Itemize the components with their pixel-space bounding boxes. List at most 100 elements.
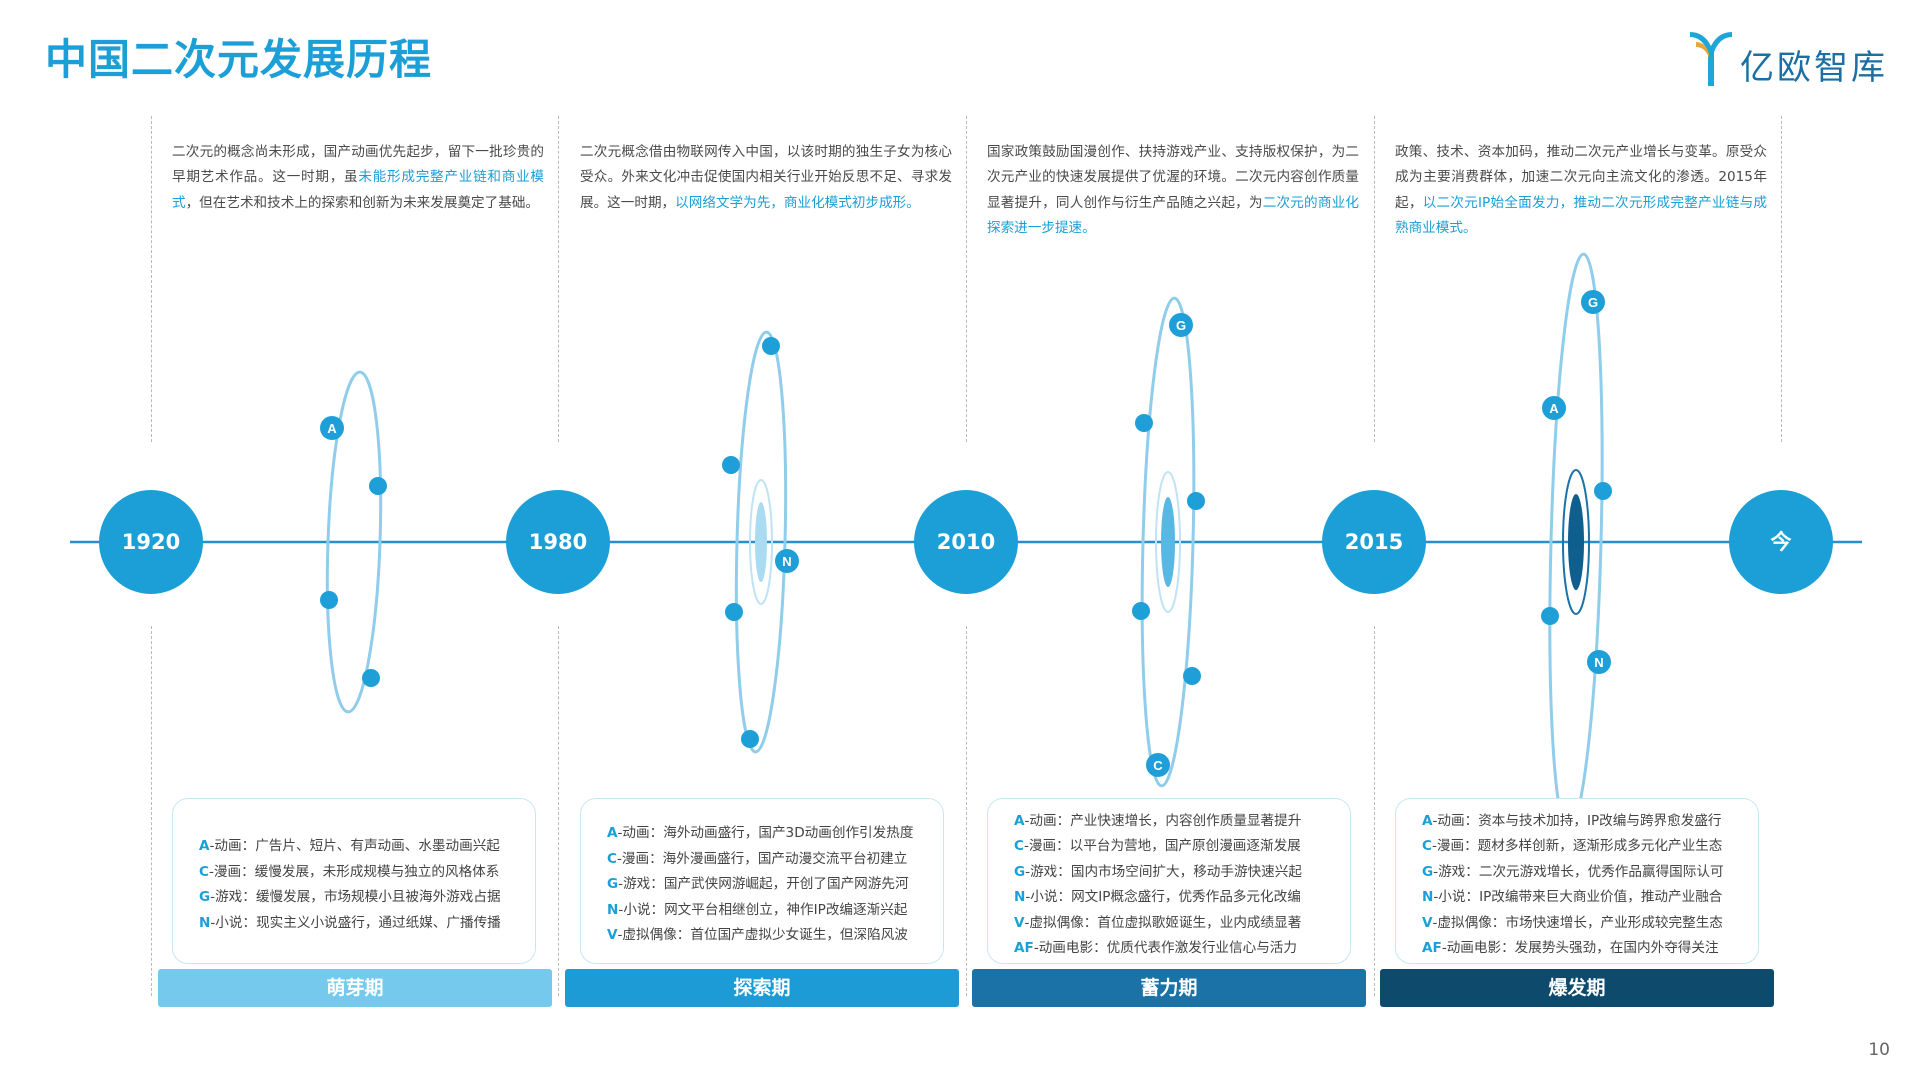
period-band: 探索期: [565, 969, 959, 1007]
description-text: 政策、技术、资本加码，推动二次元产业增长与变革。原受众成为主要消费群体，加速二次…: [1395, 143, 1767, 211]
logo-text: 亿欧智库: [1740, 48, 1888, 88]
timeline-node-label: 2015: [1344, 530, 1404, 554]
divider-line: [558, 626, 559, 996]
inner-orbit: [749, 479, 773, 605]
category-item: A-动画：广告片、短片、有声动画、水墨动画兴起: [199, 834, 535, 860]
timeline-node-label: 1980: [528, 530, 588, 554]
orbit-label-dot: G: [1581, 290, 1605, 314]
divider-line: [151, 626, 152, 996]
category-text: -小说：网文平台相继创立，神作IP改编逐渐兴起: [618, 901, 908, 918]
category-tag: V: [1014, 914, 1025, 931]
inner-orbit: [1562, 469, 1590, 615]
orbit-ellipse: [1140, 296, 1196, 788]
category-tag: G: [199, 889, 211, 905]
divider-line: [1374, 626, 1375, 996]
logo-icon: [1690, 32, 1732, 86]
category-tag: V: [1422, 914, 1433, 931]
period-description: 国家政策鼓励国漫创作、扶持游戏产业、支持版权保护，为二次元产业的快速发展提供了优…: [987, 140, 1359, 242]
orbit-label: C: [1153, 758, 1163, 773]
orbit-label-dot: A: [1542, 396, 1566, 420]
category-tag: C: [1014, 838, 1024, 854]
description-highlight: 二次元的商业化探索进一步提速。: [987, 194, 1360, 237]
period-band: 蓄力期: [972, 969, 1366, 1007]
orbit-dot: [1183, 667, 1201, 685]
category-item: G-游戏：二次元游戏增长，优秀作品赢得国际认可: [1422, 860, 1758, 886]
category-tag: C: [607, 850, 617, 867]
category-tag: G: [607, 876, 619, 893]
category-tag: N: [199, 914, 211, 931]
description-highlight: 以网络文学为先，商业化模式初步成形。: [675, 194, 920, 211]
orbit-dot: [1594, 482, 1612, 500]
orbit-dot: [320, 591, 338, 609]
category-text: -动画电影：优质代表作激发行业信心与活力: [1033, 940, 1297, 956]
category-tag: N: [1014, 889, 1026, 905]
category-text: -游戏：缓慢发展，市场规模小且被海外游戏占据: [210, 889, 501, 905]
category-text: -游戏：国产武侠网游崛起，开创了国产网游先河: [618, 876, 909, 893]
category-tag: N: [1422, 889, 1434, 905]
category-text: -漫画：以平台为营地，国产原创漫画逐渐发展: [1023, 838, 1301, 854]
category-text: -虚拟偶像：首位虚拟歌姬诞生，业内成绩显著: [1024, 914, 1302, 931]
category-item: V-虚拟偶像：首位国产虚拟少女诞生，但深陷风波: [607, 923, 943, 949]
brand-logo: 亿欧智库: [1688, 28, 1898, 90]
category-item: N-小说：IP改编带来巨大商业价值，推动产业融合: [1422, 885, 1758, 911]
category-item: AF-动画电影：发展势头强劲，在国内外夺得关注: [1422, 936, 1758, 962]
orbit-label: G: [1176, 318, 1186, 333]
orbit-label: G: [1588, 295, 1598, 310]
category-item: G-游戏：国内市场空间扩大，移动手游快速兴起: [1014, 860, 1350, 886]
category-item: V-虚拟偶像：市场快速增长，产业形成较完整生态: [1422, 911, 1758, 937]
category-item: N-小说：网文平台相继创立，神作IP改编逐渐兴起: [607, 898, 943, 924]
orbit-label: N: [782, 554, 791, 569]
orbit-ellipse: [325, 370, 383, 714]
inner-core: [755, 502, 767, 582]
divider-line: [558, 116, 559, 442]
orbit-dot: [362, 669, 380, 687]
description-highlight: 以二次元IP始全面发力，推动二次元形成完整产业链与成熟商业模式。: [1395, 194, 1767, 237]
category-text: -动画电影：发展势头强劲，在国内外夺得关注: [1441, 940, 1719, 956]
timeline-node: [1322, 490, 1426, 594]
orbit-label-dot: N: [775, 549, 799, 573]
timeline-node-label: 2010: [936, 530, 996, 554]
divider-line: [1374, 116, 1375, 442]
category-tag: A: [1422, 812, 1433, 829]
category-tag: C: [1422, 838, 1432, 854]
orbit-label-dot: C: [1146, 753, 1170, 777]
timeline-node: [1729, 490, 1833, 594]
category-item: N-小说：现实主义小说盛行，通过纸媒、广播传播: [199, 911, 535, 937]
orbit-dot: [741, 730, 759, 748]
category-text: -小说：现实主义小说盛行，通过纸媒、广播传播: [210, 914, 501, 931]
description-text: 国家政策鼓励国漫创作、扶持游戏产业、支持版权保护，为二次元产业的快速发展提供了优…: [987, 143, 1359, 211]
orbit-dot: [725, 603, 743, 621]
category-tag: G: [1014, 863, 1026, 880]
category-tag: AF: [1014, 940, 1034, 956]
timeline-node-label: 1920: [121, 530, 181, 554]
period-band: 爆发期: [1380, 969, 1774, 1007]
category-text: -动画：海外动画盛行，国产3D动画创作引发热度: [617, 825, 914, 842]
orbit-label-dot: A: [320, 416, 344, 440]
category-text: -虚拟偶像：市场快速增长，产业形成较完整生态: [1432, 914, 1723, 931]
category-tag: AF: [1422, 940, 1442, 956]
timeline-node: [914, 490, 1018, 594]
category-item: C-漫画：缓慢发展，未形成规模与独立的风格体系: [199, 860, 535, 886]
category-tag: A: [199, 838, 210, 854]
orbit-ellipse: [734, 330, 788, 754]
orbit-label: A: [327, 421, 337, 436]
orbit-dot: [722, 456, 740, 474]
category-item: AF-动画电影：优质代表作激发行业信心与活力: [1014, 936, 1350, 962]
description-highlight: 未能形成完整产业链和商业模式: [172, 169, 545, 211]
period-description: 二次元概念借由物联网传入中国，以该时期的独生子女为核心受众。外来文化冲击促使国内…: [580, 140, 952, 217]
category-text: -动画：产业快速增长，内容创作质量显著提升: [1024, 812, 1302, 829]
category-tag: A: [607, 825, 618, 842]
category-text: -动画：广告片、短片、有声动画、水墨动画兴起: [209, 838, 500, 854]
inner-orbit: [1155, 471, 1181, 613]
timeline-node: [99, 490, 203, 594]
category-item: A-动画：海外动画盛行，国产3D动画创作引发热度: [607, 821, 943, 847]
category-text: -动画：资本与技术加持，IP改编与跨界愈发盛行: [1432, 812, 1722, 829]
category-text: -漫画：缓慢发展，未形成规模与独立的风格体系: [208, 863, 500, 880]
category-item: N-小说：网文IP概念盛行，优秀作品多元化改编: [1014, 885, 1350, 911]
period-description: 政策、技术、资本加码，推动二次元产业增长与变革。原受众成为主要消费群体，加速二次…: [1395, 140, 1767, 242]
description-text: ，但在艺术和技术上的探索和创新为未来发展奠定了基础。: [185, 194, 540, 211]
category-item: G-游戏：国产武侠网游崛起，开创了国产网游先河: [607, 872, 943, 898]
